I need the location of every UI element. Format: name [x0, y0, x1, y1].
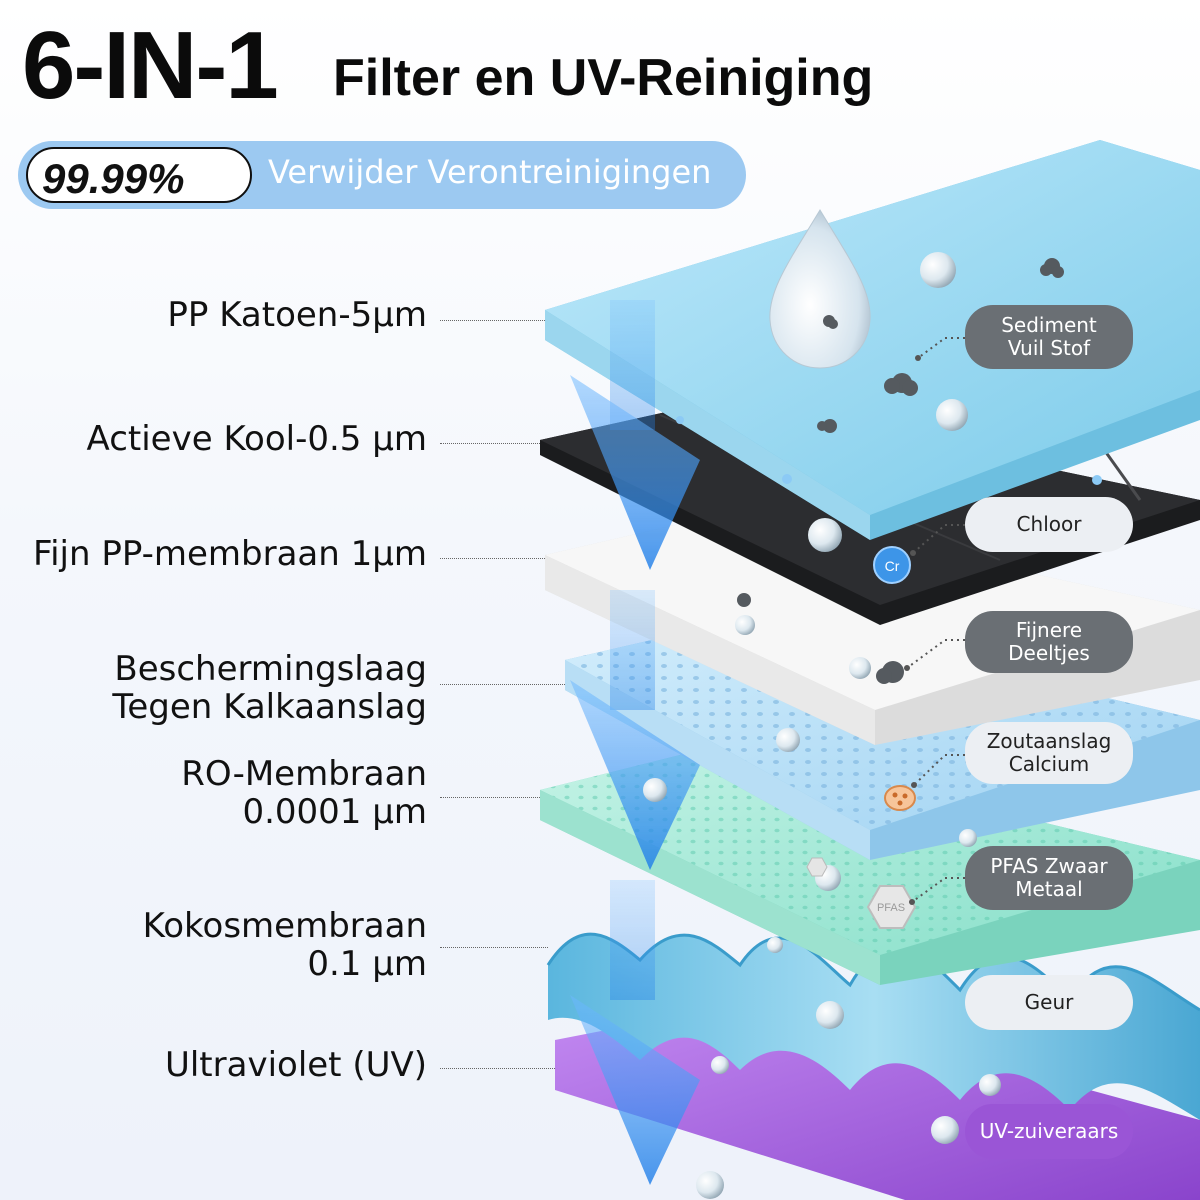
badge-scale-line2: Calcium — [1008, 752, 1090, 776]
removal-rate-inner: 99.99% — [26, 147, 252, 203]
removal-rate-pill: 99.99% Verwijder Verontreinigingen — [18, 141, 746, 209]
badge-scale-line1: Zoutaanslag — [986, 729, 1112, 753]
layer-label-pp-cotton: PP Katoen-5µm — [167, 295, 427, 335]
badge-uv-line1: UV-zuiveraars — [979, 1119, 1119, 1143]
badge-pfas-line2: Metaal — [1015, 877, 1083, 901]
water-drop-icon — [769, 209, 871, 369]
badge-odor: Geur — [965, 975, 1133, 1030]
light-dots — [676, 416, 1102, 485]
flow-arrows — [570, 300, 700, 1185]
layer-label-activated-carbon: Actieve Kool-0.5 µm — [86, 419, 427, 459]
pfas-particle-icon — [866, 885, 917, 929]
badge-sediment-line1: Sediment — [1001, 313, 1097, 337]
bubbles — [643, 252, 1001, 1199]
badge-finer-line1: Fijnere — [1015, 618, 1083, 642]
leader-line — [440, 1068, 555, 1069]
leader-line — [440, 947, 548, 948]
layer-label-anti-scale-line1: Beschermingslaag — [114, 649, 427, 689]
removal-rate-text: Verwijder Verontreinigingen — [268, 153, 712, 191]
leader-line — [440, 684, 565, 685]
layer-label-fine-pp: Fijn PP-membraan 1µm — [33, 534, 427, 574]
layer-label-ro-line2: 0.0001 µm — [242, 792, 427, 832]
layer-label-anti-scale-line2: Tegen Kalkaanslag — [112, 687, 427, 727]
leader-line — [440, 558, 545, 559]
chlorine-tag: Cr — [885, 558, 900, 574]
leader-line — [440, 797, 540, 798]
leader-line — [440, 443, 540, 444]
badge-finer-line2: Deeltjes — [1008, 641, 1090, 665]
title-main: 6-IN-1 — [22, 12, 279, 119]
badge-chlorine-line1: Chloor — [1016, 512, 1082, 536]
pfas-tag: PFAS — [877, 902, 905, 914]
title-sub: Filter en UV-Reiniging — [333, 49, 874, 107]
badge-odor-line1: Geur — [1024, 990, 1074, 1014]
dirt-particles — [737, 258, 1064, 684]
badge-pfas-line1: PFAS Zwaar — [990, 854, 1108, 878]
badge-uv-purifiers: UV-zuiveraars — [965, 1104, 1133, 1159]
badge-chlorine: Chloor — [965, 497, 1133, 552]
removal-rate-percent: 99.99% — [42, 155, 185, 202]
chlorine-particle-icon — [873, 546, 911, 584]
leader-line — [440, 320, 545, 321]
calcium-particle-icon — [884, 785, 916, 811]
layer-label-coconut-line2: 0.1 µm — [307, 944, 427, 984]
layer-label-coconut-line1: Kokosmembraan — [142, 906, 427, 946]
badge-sediment-line2: Vuil Stof — [1007, 336, 1091, 360]
layer-label-uv: Ultraviolet (UV) — [164, 1045, 427, 1085]
layer-label-ro-line1: RO-Membraan — [181, 754, 427, 794]
